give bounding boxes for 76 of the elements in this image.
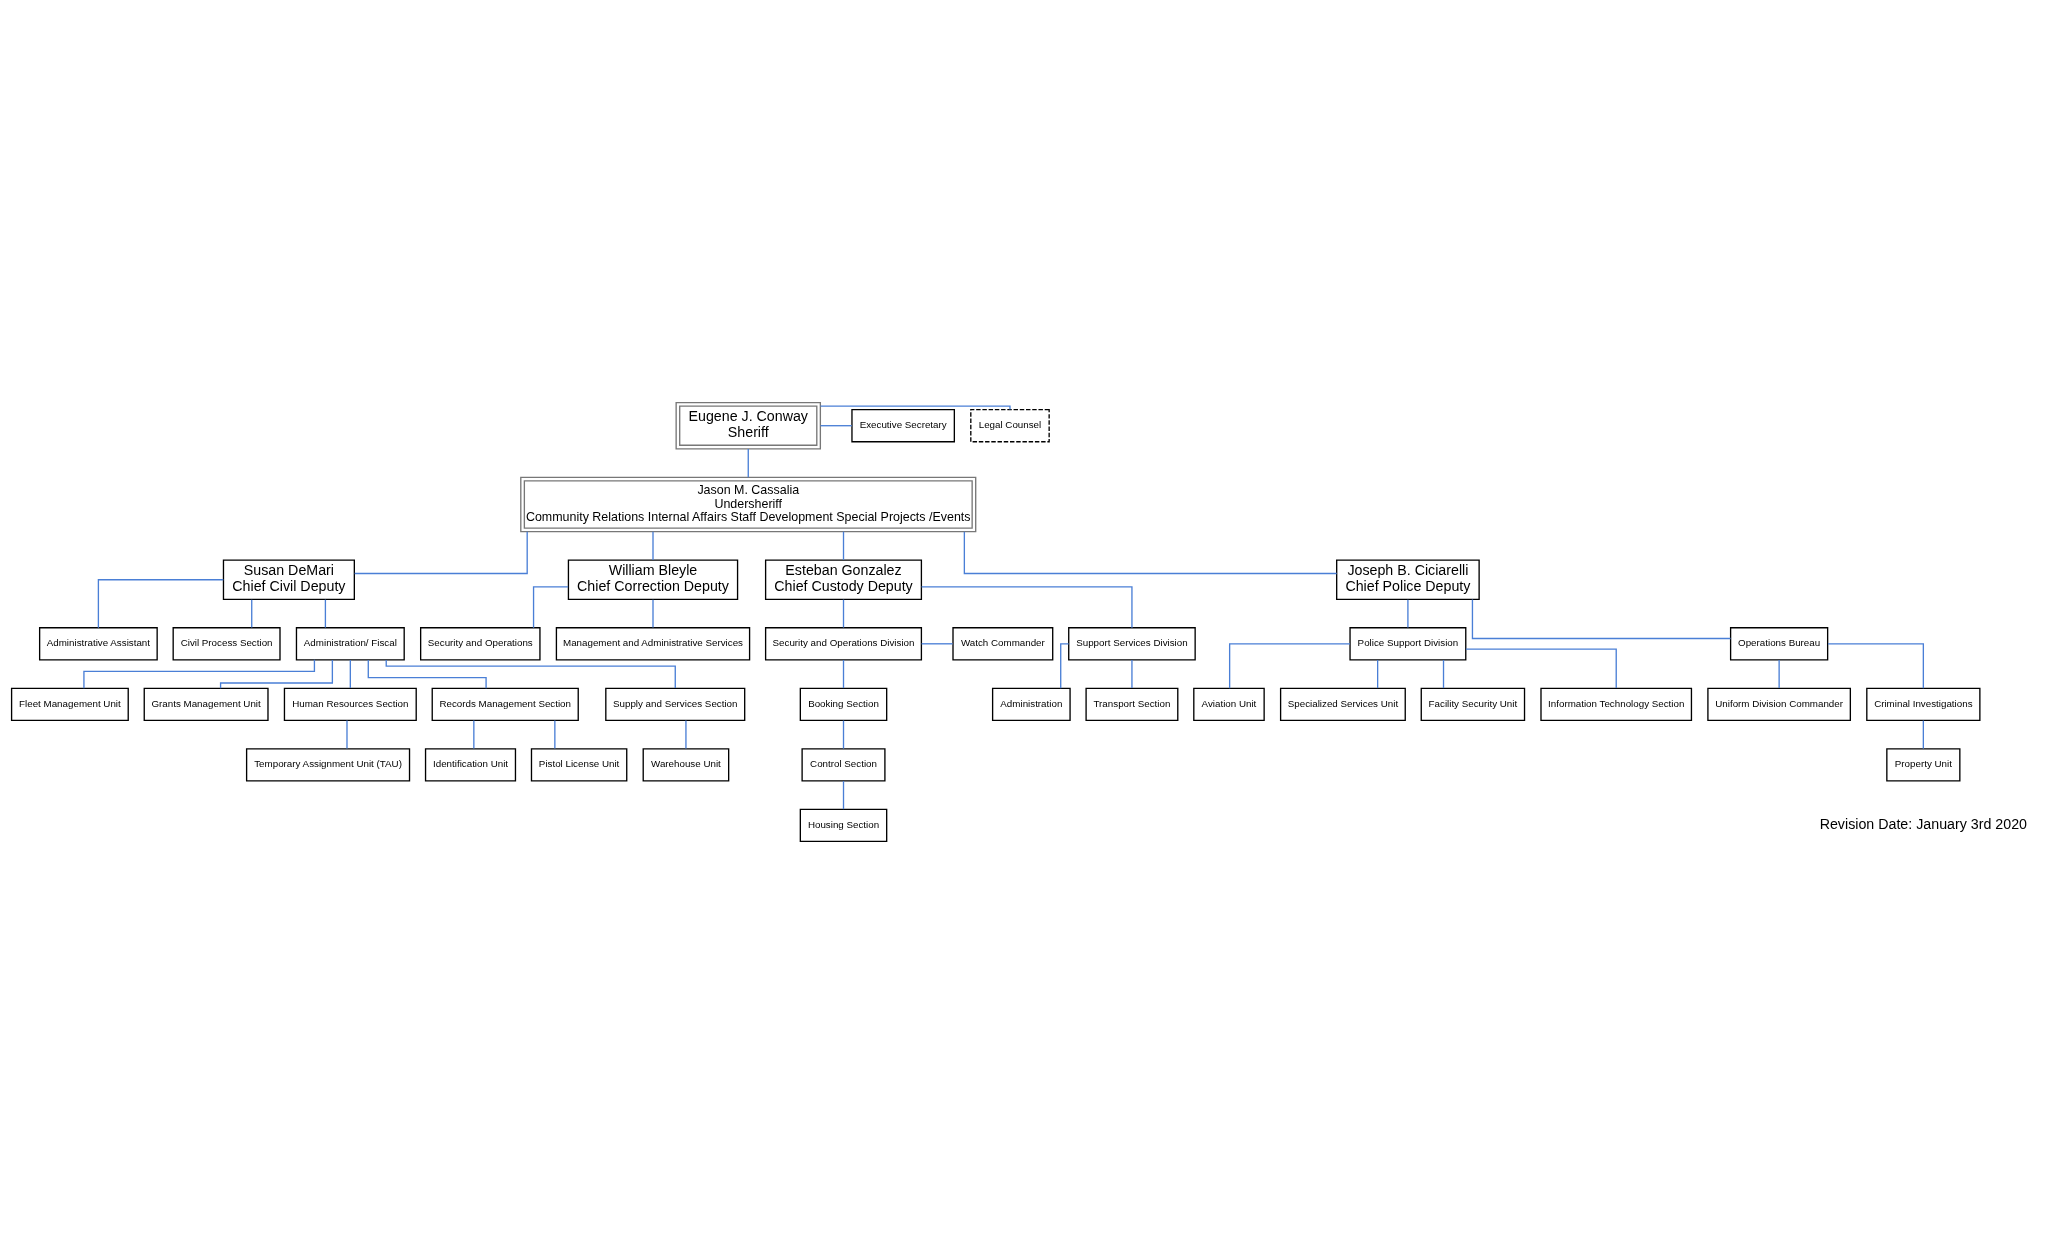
node-box: Temporary Assignment Unit (TAU) [245,747,411,782]
node-box: Records Management Section [431,687,579,721]
node-box: Operations Bureau [1729,626,1829,660]
connector [747,447,749,478]
connector [842,779,845,810]
node-box: Criminal Investigations [1866,687,1981,721]
node-box: Booking Section [799,687,888,721]
node-box: Supply and Services Section [605,687,746,721]
node-box: Aviation Unit [1193,687,1265,721]
node-box: Administration [991,687,1071,721]
connector [963,530,1338,574]
connector [346,719,348,749]
node-box: Police Support Division [1349,626,1467,660]
node-box: Executive Secretary [851,408,955,442]
connector [1407,598,1409,628]
connector [652,530,654,561]
connector [842,530,845,561]
connector [1228,642,1351,689]
node-box: Legal Counsel [970,408,1050,442]
node-box: Uniform Division Commander [1707,687,1851,721]
node-box: Security and Operations Division [764,626,923,660]
node-box: Control Section [801,747,886,782]
connector [1376,658,1379,689]
connector [842,658,845,689]
connector [1131,658,1133,689]
node-box: Human Resources Section [283,687,417,721]
node-box: Property Unit [1886,747,1961,782]
connector [1060,642,1070,689]
connector [652,598,654,628]
connector [1827,642,1924,689]
node-box: Identification Unit [424,747,517,782]
node-box: Support Services Division [1068,626,1196,660]
connector [532,585,569,628]
connector [1922,719,1924,749]
connector [920,642,954,644]
node-box: Fleet Management Unit [10,687,129,721]
connector [554,719,556,749]
node-box: Susan DeMari Chief Civil Deputy [222,558,355,600]
connector [819,424,853,426]
node-box: Security and Operations [419,626,541,660]
connector [1442,658,1445,689]
connector [367,658,487,689]
connector [1471,598,1732,639]
connector [920,585,1133,628]
connector [1465,648,1617,689]
connector [473,719,475,749]
node-box: Specialized Services Unit [1279,687,1406,721]
connector [842,598,845,628]
node-box: Pistol License Unit [530,747,628,782]
connector [1778,658,1780,689]
node-box: Joseph B. Ciciarelli Chief Police Deputy [1336,558,1480,600]
connector [219,658,334,689]
node-box: Esteban Gonzalez Chief Custody Deputy [764,558,923,600]
label: Revision Date: January 3rd 2020 [1819,815,2027,832]
connector [353,530,528,574]
connector [819,404,1011,410]
node-box: Watch Commander [952,626,1054,660]
node-box: Housing Section [799,808,888,842]
connector [349,658,351,689]
connector [842,719,845,749]
connector [385,658,676,689]
node-box: William Bleyle Chief Correction Deputy [567,558,739,600]
connector [97,578,224,628]
connector [324,598,327,628]
node-box: Facility Security Unit [1420,687,1526,721]
connector [251,598,253,628]
node-box: Administration/ Fiscal [295,626,405,660]
connector [83,658,316,689]
node-box: Civil Process Section [172,626,281,660]
node-box: Administrative Assistant [38,626,158,660]
node-box: Grants Management Unit [143,687,269,721]
node-box: Warehouse Unit [642,747,730,782]
connector [685,719,687,749]
node-box: Information Technology Section [1540,687,1693,721]
node-box: Management and Administrative Services [555,626,751,660]
node-box: Transport Section [1085,687,1179,721]
